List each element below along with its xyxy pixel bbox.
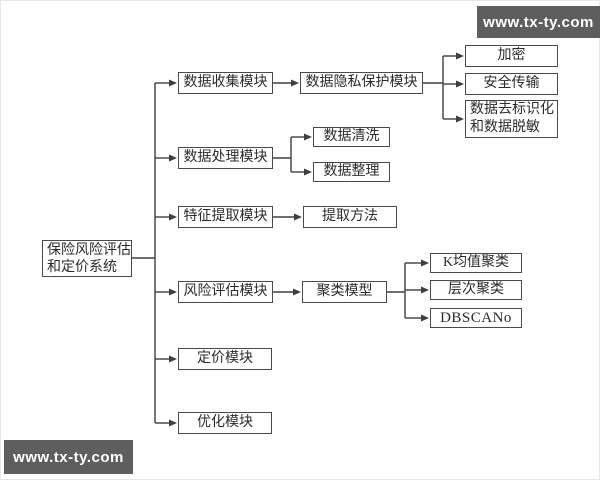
node-dbscan: DBSCANo [430,308,522,328]
deidentification-line1: 数据去标识化 [470,102,554,117]
node-hierarchical-clustering: 层次聚类 [430,280,522,300]
node-data-cleaning: 数据清洗 [313,127,390,147]
node-optimization-module: 优化模块 [178,412,272,434]
node-deidentification: 数据去标识化 和数据脱敏 [465,100,558,138]
node-risk-assessment-module: 风险评估模块 [178,281,273,303]
node-privacy-protection-module: 数据隐私保护模块 [300,72,423,94]
watermark-bottom-left: www.tx-ty.com [4,440,133,474]
node-secure-transmission: 安全传输 [465,73,558,95]
node-pricing-module: 定价模块 [178,348,272,370]
node-data-processing-module: 数据处理模块 [178,147,273,169]
deidentification-line2: 和数据脱敏 [470,120,540,135]
root-label-line2: 和定价系统 [47,259,117,275]
node-encryption: 加密 [465,45,558,67]
root-label-line1: 保险风险评估 [47,242,131,258]
node-data-organizing: 数据整理 [313,162,390,182]
watermark-top-right: www.tx-ty.com [477,6,600,38]
node-feature-extraction-module: 特征提取模块 [178,206,273,228]
node-clustering-model: 聚类模型 [302,281,387,303]
node-data-collection-module: 数据收集模块 [178,72,273,94]
node-insurance-system-root: 保险风险评估 和定价系统 [42,240,132,277]
node-kmeans-clustering: K均值聚类 [430,253,522,273]
node-extraction-method: 提取方法 [303,206,397,228]
